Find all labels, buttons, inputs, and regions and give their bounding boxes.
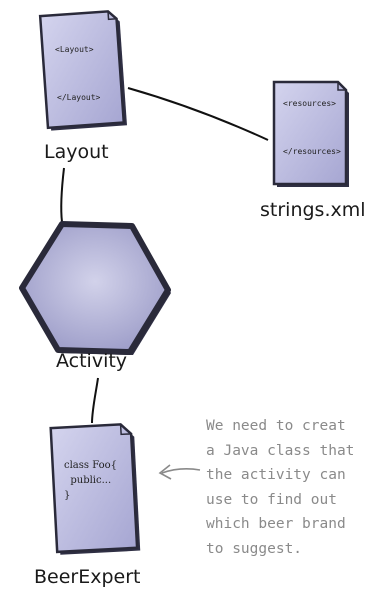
annotation-line-6: to suggest.	[206, 540, 303, 557]
strings-label: strings.xml	[260, 199, 366, 221]
annotation-note: We need to creat a Java class that the a…	[206, 414, 354, 561]
strings-close-tag: </resources>	[283, 147, 341, 156]
connector-layout-activity	[60, 167, 65, 223]
beerexpert-label: BeerExpert	[34, 566, 141, 588]
beerexpert-code-line-3: }	[64, 490, 71, 501]
layout-open-tag: <Layout>	[55, 45, 94, 54]
layout-label: Layout	[44, 141, 109, 163]
beerexpert-document-icon	[49, 423, 141, 555]
annotation-line-1: We need to creat	[206, 418, 346, 434]
strings-document-icon	[272, 80, 349, 187]
annotation-line-5: which beer brand	[206, 516, 346, 532]
connector-layout-strings	[127, 87, 269, 141]
beerexpert-code-line-1: class Foo{	[64, 460, 117, 471]
annotation-line-3: the activity can	[206, 467, 346, 483]
strings-open-tag: <resources>	[283, 99, 336, 108]
layout-close-tag: </Layout>	[57, 93, 101, 102]
beerexpert-code-line-2: public...	[64, 475, 112, 486]
annotation-line-2: a Java class that	[206, 442, 355, 459]
annotation-arrow-icon	[161, 467, 201, 474]
annotation-line-4: use to find out	[206, 491, 337, 508]
annotation-arrowhead-icon	[158, 464, 172, 480]
activity-hexagon-icon	[19, 221, 171, 355]
layout-document-icon	[38, 10, 127, 131]
activity-label: Activity	[56, 350, 128, 372]
connector-activity-beerexpert	[91, 377, 99, 424]
